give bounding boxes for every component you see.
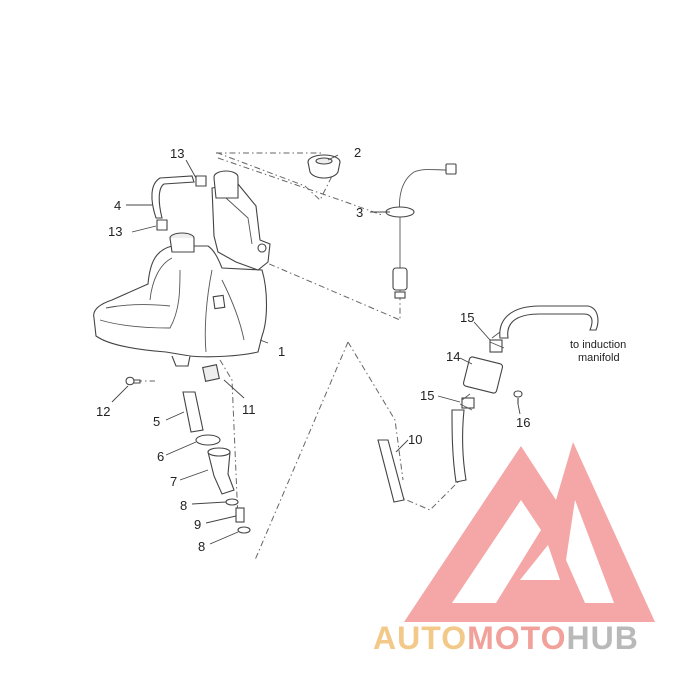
callout-5: 5 xyxy=(153,414,160,429)
callout-8-upper: 8 xyxy=(180,498,187,513)
callout-15-lower: 15 xyxy=(420,388,434,403)
note-line-1: to induction xyxy=(570,339,626,351)
hose-clip xyxy=(195,434,221,446)
callout-14: 14 xyxy=(446,349,460,364)
fuel-tank xyxy=(93,170,271,367)
banjo-bolt xyxy=(235,507,245,523)
callout-7: 7 xyxy=(170,474,177,489)
callout-9: 9 xyxy=(194,517,201,532)
watermark-text-auto: AUTO xyxy=(373,620,467,656)
watermark-text-moto: MOTO xyxy=(467,620,566,656)
assembly-lines xyxy=(136,151,461,561)
callout-13-lower: 13 xyxy=(108,224,122,239)
callout-numbers: 1 2 3 4 13 13 5 6 7 8 9 8 10 11 12 14 15… xyxy=(96,145,530,554)
watermark-text: AUTOMOTOHUB xyxy=(373,620,639,656)
screw-16 xyxy=(513,390,523,404)
watermark-text-hub: HUB xyxy=(566,620,638,656)
callout-10: 10 xyxy=(408,432,422,447)
fuel-hose xyxy=(377,439,405,503)
hose-clamp-lower xyxy=(459,393,473,411)
watermark-logo-shape xyxy=(404,442,655,622)
sealing-washer-lower xyxy=(237,526,251,534)
callout-3: 3 xyxy=(356,205,363,220)
note-line-2: manifold xyxy=(578,352,620,364)
callout-13-upper: 13 xyxy=(170,146,184,161)
fuel-tap-assembly xyxy=(182,391,251,534)
hose-clamp-upper xyxy=(489,331,505,349)
callout-8-lower: 8 xyxy=(198,539,205,554)
vacuum-valve xyxy=(462,356,504,394)
callout-11: 11 xyxy=(242,402,256,417)
breather-hose xyxy=(151,175,207,231)
callout-6: 6 xyxy=(157,449,164,464)
watermark-logo xyxy=(404,442,655,622)
callout-12: 12 xyxy=(96,404,110,419)
vacuum-hose xyxy=(499,305,599,339)
fuel-cap xyxy=(307,154,341,179)
callout-16: 16 xyxy=(516,415,530,430)
fuel-filter xyxy=(182,391,204,433)
callout-4: 4 xyxy=(114,198,121,213)
induction-manifold-note: to induction manifold xyxy=(570,339,626,364)
rubber-block xyxy=(202,364,220,382)
vacuum-circuit xyxy=(451,305,599,483)
fuel-level-sender xyxy=(385,163,457,299)
sealing-washer-upper xyxy=(225,498,239,506)
watermark-wordmark: AUTOMOTOHUB xyxy=(373,620,639,656)
callout-15-upper: 15 xyxy=(460,310,474,325)
fuel-tap xyxy=(207,451,235,495)
leader-lines xyxy=(111,154,521,545)
small-fasteners xyxy=(125,364,220,386)
callout-2: 2 xyxy=(354,145,361,160)
callout-1: 1 xyxy=(278,344,285,359)
screw xyxy=(125,376,141,386)
